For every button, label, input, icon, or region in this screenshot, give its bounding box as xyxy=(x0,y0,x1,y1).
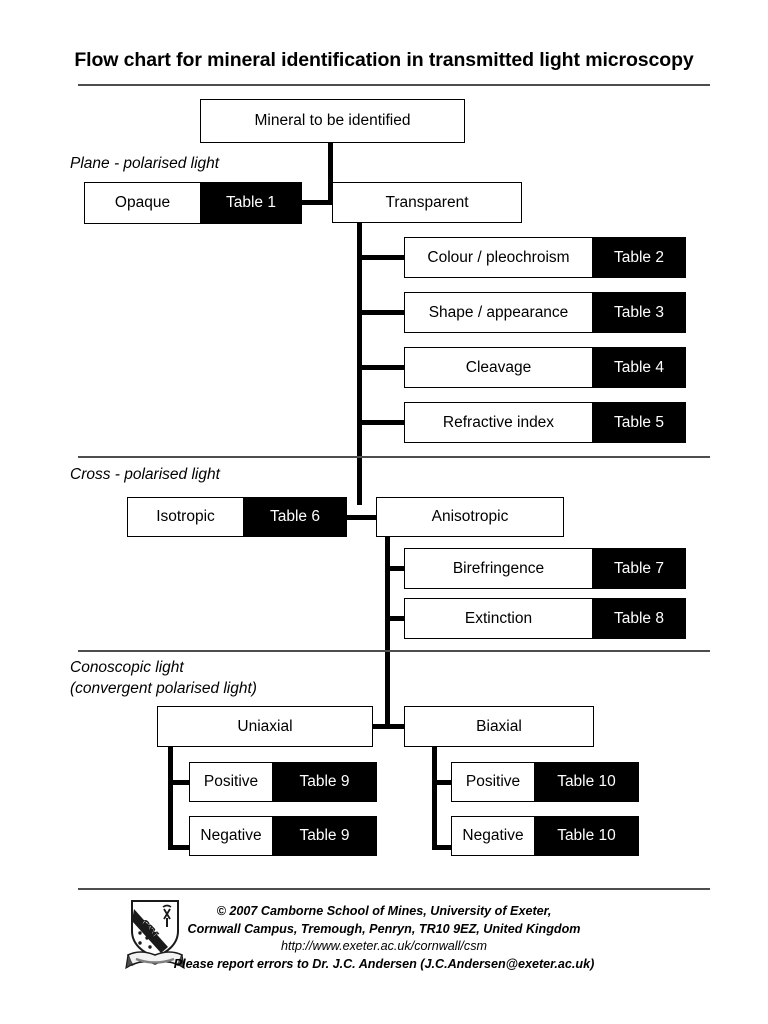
node-opaque[interactable]: Opaque Table 1 xyxy=(84,182,302,224)
node-label: Uniaxial xyxy=(158,717,372,736)
table-reference: Table 4 xyxy=(592,347,686,388)
node-uniaxial-positive[interactable]: Positive Table 9 xyxy=(189,762,377,802)
footer-divider xyxy=(78,888,710,890)
connector-stub-uniaxial-negative xyxy=(168,845,192,850)
table-reference: Table 10 xyxy=(534,816,639,856)
node-label: Positive xyxy=(189,762,272,802)
table-reference: Table 7 xyxy=(592,548,686,589)
property-label: Shape / appearance xyxy=(404,292,592,333)
node-label: Negative xyxy=(451,816,534,856)
page-title: Flow chart for mineral identification in… xyxy=(74,49,694,71)
connector-stub-birefringence xyxy=(385,566,407,571)
table-reference: Table 5 xyxy=(592,402,686,443)
connector-transparent-trunk xyxy=(357,223,362,505)
connector-anisotropic-trunk xyxy=(385,537,390,729)
node-property-extinction[interactable]: Extinction Table 8 xyxy=(404,598,686,639)
table-reference: Table 6 xyxy=(243,497,347,537)
node-biaxial-positive[interactable]: Positive Table 10 xyxy=(451,762,639,802)
connector-root-trunk xyxy=(328,143,333,203)
node-property-shape-appearance[interactable]: Shape / appearance Table 3 xyxy=(404,292,686,333)
section-label-plane-polarised: Plane - polarised light xyxy=(70,155,220,172)
footer-line-contact: Please report errors to Dr. J.C. Anderse… xyxy=(173,956,595,971)
table-reference: Table 9 xyxy=(272,762,377,802)
table-reference: Table 10 xyxy=(534,762,639,802)
table-reference: Table 2 xyxy=(592,237,686,278)
connector-stub-colour xyxy=(357,255,405,260)
property-label: Refractive index xyxy=(404,402,592,443)
property-label: Extinction xyxy=(404,598,592,639)
node-label: Mineral to be identified xyxy=(201,112,464,130)
node-label: Biaxial xyxy=(405,717,593,736)
table-reference: Table 9 xyxy=(272,816,377,856)
connector-plane-split xyxy=(296,200,340,205)
table-reference: Table 1 xyxy=(200,182,302,224)
connector-stub-extinction xyxy=(385,616,407,621)
title-divider xyxy=(78,84,710,86)
node-mineral-to-be-identified[interactable]: Mineral to be identified xyxy=(200,99,465,143)
connector-stub-shape xyxy=(357,310,405,315)
node-label: Isotropic xyxy=(127,497,243,537)
node-property-birefringence[interactable]: Birefringence Table 7 xyxy=(404,548,686,589)
section-label-cross-polarised: Cross - polarised light xyxy=(70,466,220,483)
node-biaxial-negative[interactable]: Negative Table 10 xyxy=(451,816,639,856)
footer-line-address: Cornwall Campus, Tremough, Penryn, TR10 … xyxy=(187,921,581,936)
node-property-refractive-index[interactable]: Refractive index Table 5 xyxy=(404,402,686,443)
connector-stub-biaxial-negative xyxy=(432,845,454,850)
node-property-cleavage[interactable]: Cleavage Table 4 xyxy=(404,347,686,388)
node-property-colour-pleochroism[interactable]: Colour / pleochroism Table 2 xyxy=(404,237,686,278)
node-label: Transparent xyxy=(333,193,521,212)
node-uniaxial[interactable]: Uniaxial xyxy=(157,706,373,747)
footer-line-copyright: © 2007 Camborne School of Mines, Univers… xyxy=(216,904,552,918)
section-divider-cross-polarised xyxy=(78,456,710,458)
csm-shield-crest-icon: CSM xyxy=(124,897,186,971)
connector-stub-uniaxial-positive xyxy=(168,780,192,785)
connector-uniaxial-trunk xyxy=(168,747,173,850)
node-label: Anisotropic xyxy=(377,508,563,526)
section-divider-conoscopic xyxy=(78,650,710,652)
section-label-conoscopic-line2: (convergent polarised light) xyxy=(70,680,257,697)
section-label-conoscopic: Conoscopic light (convergent polarised l… xyxy=(70,657,257,699)
node-transparent[interactable]: Transparent xyxy=(332,182,522,223)
node-uniaxial-negative[interactable]: Negative Table 9 xyxy=(189,816,377,856)
connector-cross-split xyxy=(341,515,385,520)
node-label: Positive xyxy=(451,762,534,802)
connector-stub-biaxial-positive xyxy=(432,780,454,785)
table-reference: Table 8 xyxy=(592,598,686,639)
property-label: Colour / pleochroism xyxy=(404,237,592,278)
node-label: Negative xyxy=(189,816,272,856)
node-label: Opaque xyxy=(84,182,200,224)
connector-conoscopic-split xyxy=(368,724,410,729)
property-label: Birefringence xyxy=(404,548,592,589)
connector-biaxial-trunk xyxy=(432,747,437,850)
connector-stub-refractive-index xyxy=(357,420,405,425)
node-anisotropic[interactable]: Anisotropic xyxy=(376,497,564,537)
footer-credits: © 2007 Camborne School of Mines, Univers… xyxy=(0,903,768,973)
footer-line-url: http://www.exeter.ac.uk/cornwall/csm xyxy=(280,939,487,953)
table-reference: Table 3 xyxy=(592,292,686,333)
connector-stub-cleavage xyxy=(357,365,405,370)
node-biaxial[interactable]: Biaxial xyxy=(404,706,594,747)
node-isotropic[interactable]: Isotropic Table 6 xyxy=(127,497,347,537)
section-label-conoscopic-line1: Conoscopic light xyxy=(70,659,184,676)
property-label: Cleavage xyxy=(404,347,592,388)
